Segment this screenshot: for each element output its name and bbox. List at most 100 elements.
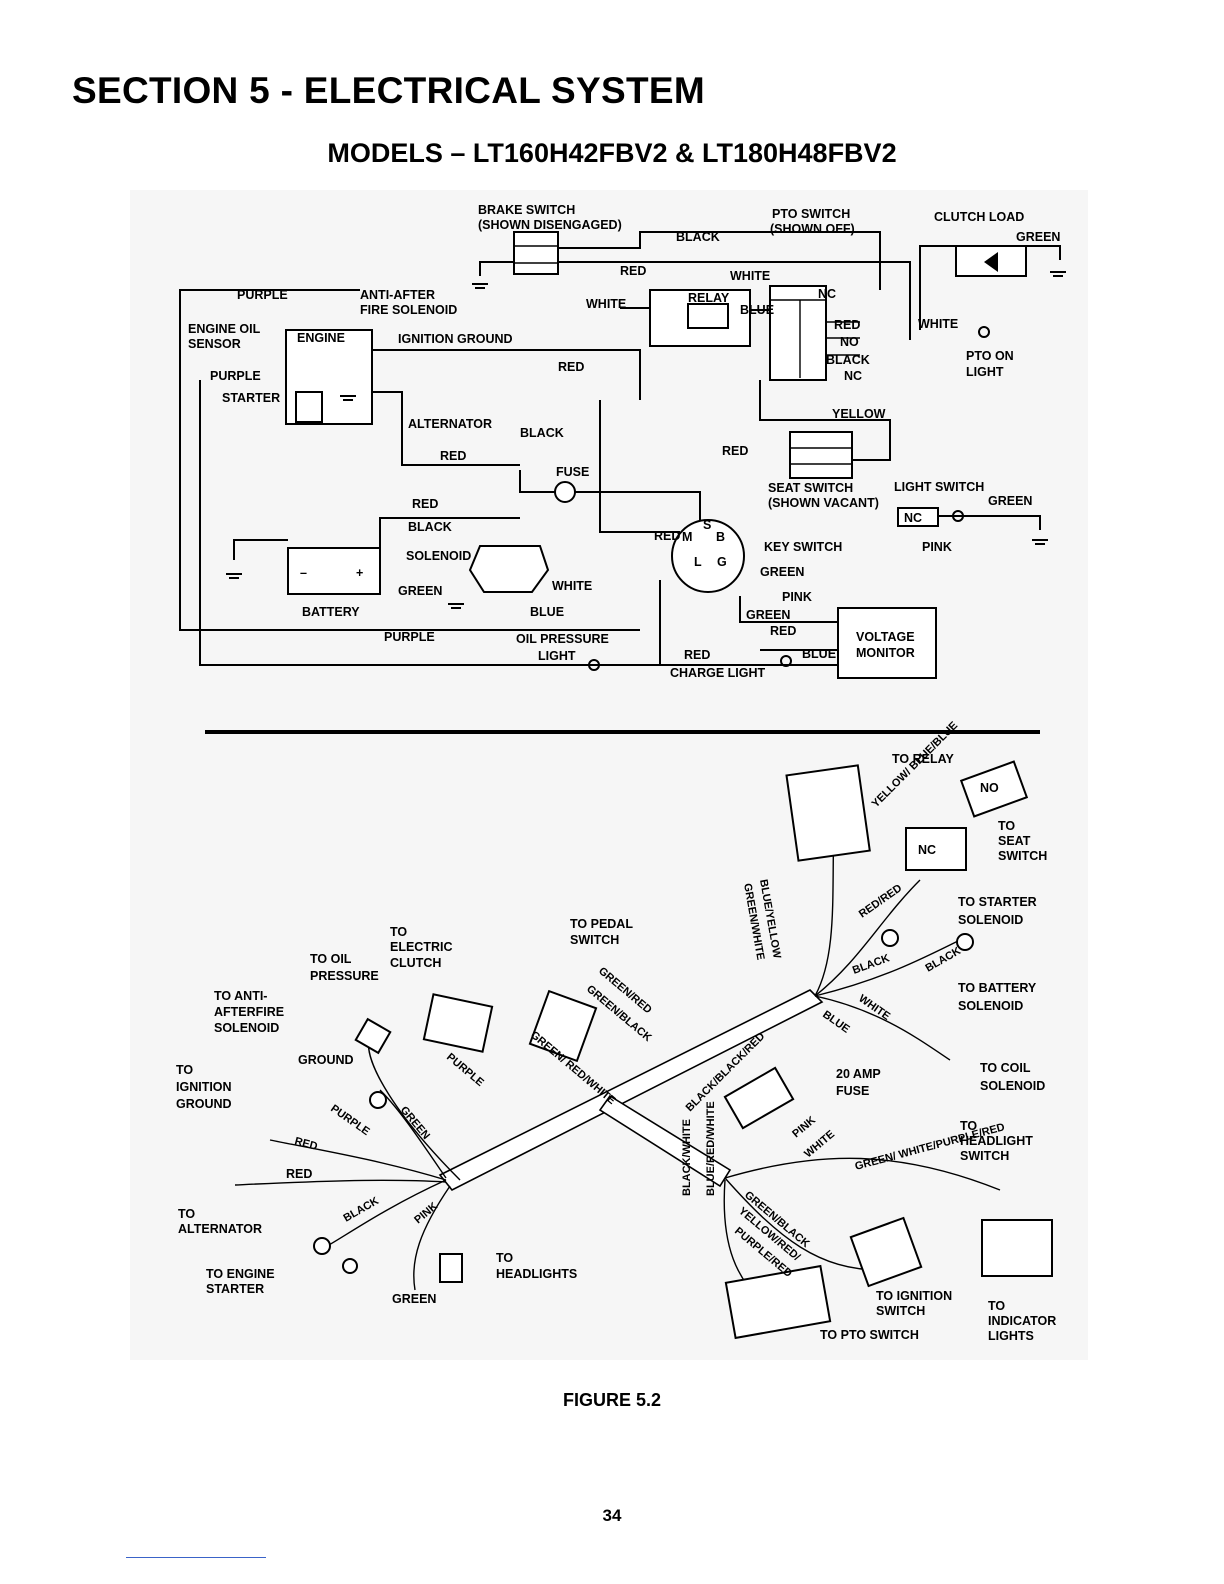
pto-on-label-1: PTO ON [966, 349, 1014, 363]
wire-label-red-pto: RED [834, 318, 860, 332]
harness-blue-label: BLUE [820, 1009, 851, 1036]
purple-label: PURPLE [237, 288, 288, 302]
solenoid [468, 545, 550, 593]
clutch-connector [422, 993, 494, 1053]
brake-switch [513, 231, 559, 275]
key-g-label: G [717, 555, 727, 569]
voltage-monitor-label-2: MONITOR [856, 646, 915, 660]
harness-pink-label-2: PINK [790, 1114, 818, 1140]
to-anti-afterfire-label-1: TO ANTI- [214, 989, 267, 1003]
to-electric-clutch-label-3: CLUTCH [390, 956, 441, 970]
oil-pressure-label-2: LIGHT [538, 649, 576, 663]
seat-switch-label: SEAT SWITCH [768, 481, 853, 495]
to-coil-solenoid-label-2: SOLENOID [980, 1079, 1045, 1093]
light-switch-nc-label: NC [904, 511, 922, 525]
to-headlight-switch-label-1: TO [960, 1119, 977, 1133]
to-engine-starter-label-2: STARTER [206, 1282, 264, 1296]
to-seat-switch-label-1: TO [998, 819, 1015, 833]
wire-label-red: RED [620, 264, 646, 278]
to-oil-pressure-label-1: TO OIL [310, 952, 352, 966]
wire-label-blue-2: BLUE [530, 605, 564, 619]
to-indicator-lights-label-2: INDICATOR [988, 1314, 1056, 1328]
light-switch-label: LIGHT SWITCH [894, 480, 984, 494]
to-alternator-label-2: ALTERNATOR [178, 1222, 262, 1236]
battery-minus-label: – [300, 566, 307, 580]
wire-label-pink-2: PINK [782, 590, 812, 604]
wire-label-pink: PINK [922, 540, 952, 554]
harness-purple-label: PURPLE [328, 1103, 371, 1138]
figure-caption: FIGURE 5.2 [562, 1390, 662, 1410]
to-pedal-switch-label-2: SWITCH [570, 933, 619, 947]
to-headlights-label-2: HEADLIGHTS [496, 1267, 577, 1281]
wire-label-green-key: GREEN [760, 565, 804, 579]
harness-trunk-branch [598, 1094, 732, 1188]
to-seat-switch-label-3: SWITCH [998, 849, 1047, 863]
wire-label-green-light: GREEN [988, 494, 1032, 508]
seat-switch-state-label: (SHOWN VACANT) [768, 496, 879, 510]
harness-white-label: WHITE [856, 993, 892, 1023]
to-ignition-ground-label-1: TO [176, 1063, 193, 1077]
wire-label-red-4: RED [440, 449, 466, 463]
wire-label-red-2: RED [558, 360, 584, 374]
to-relay-label: TO RELAY [892, 752, 954, 766]
fuse-20-label-1: 20 AMP [836, 1067, 881, 1081]
to-alternator-label-1: TO [178, 1207, 195, 1221]
battery-label: BATTERY [302, 605, 360, 619]
ring-terminals [313, 929, 974, 1274]
to-electric-clutch-label-2: ELECTRIC [390, 940, 453, 954]
section-title: SECTION 5 - ELECTRICAL SYSTEM [72, 70, 705, 111]
pto-on-label-2: LIGHT [966, 365, 1004, 379]
to-headlight-switch-label-2: HEADLIGHT [960, 1134, 1033, 1148]
fuse-holder [723, 1066, 795, 1130]
harness-trunk-main [438, 989, 824, 1192]
to-pto-switch-label: TO PTO SWITCH [820, 1328, 919, 1342]
to-indicator-lights-label-1: TO [988, 1299, 1005, 1313]
key-l-label: L [694, 555, 702, 569]
ignition-connector [849, 1216, 923, 1288]
models-title: MODELS – LT160H42FBV2 & LT180H48FBV2 [327, 138, 897, 168]
to-anti-afterfire-label-2: AFTERFIRE [214, 1005, 284, 1019]
to-anti-afterfire-label-3: SOLENOID [214, 1021, 279, 1035]
harness-drawing: TO RELAY NO NC TO SEAT SWITCH TO STARTER… [176, 720, 1056, 1343]
pto-switch [769, 285, 827, 381]
wire-label-red-3: RED [722, 444, 748, 458]
to-starter-solenoid-label-2: SOLENOID [958, 913, 1023, 927]
ground-symbols [226, 271, 1066, 609]
wire-label-green-sol: GREEN [398, 584, 442, 598]
pedal-connector [528, 989, 598, 1063]
to-ignition-switch-label-1: TO IGNITION [876, 1289, 952, 1303]
page-number: 34 [602, 1506, 622, 1525]
harness-white-label-2: WHITE [802, 1128, 837, 1160]
figure-5-2: BRAKE SWITCH (SHOWN DISENGAGED) PTO SWIT… [130, 190, 1088, 1360]
wire-label-blue: BLUE [740, 303, 774, 317]
wire-label-black-2: BLACK [408, 520, 452, 534]
harness-black-label-2: BLACK [851, 952, 891, 976]
ignition-ground-label: IGNITION GROUND [398, 332, 513, 346]
wire-label-white: WHITE [730, 269, 770, 283]
lamp-icons [588, 326, 990, 671]
harness-purple-label-2: PURPLE [444, 1051, 486, 1089]
solenoid-label: SOLENOID [406, 549, 471, 563]
pto-switch-state-label: (SHOWN OFF) [770, 222, 855, 236]
to-ignition-ground-label-3: GROUND [176, 1097, 232, 1111]
harness-pink-label: PINK [412, 1200, 440, 1226]
wire-label-white-pto: WHITE [918, 317, 958, 331]
voltage-monitor [837, 607, 937, 679]
no-connector [959, 760, 1029, 818]
wire-label-green: GREEN [1016, 230, 1060, 244]
battery-plus-label: + [356, 566, 363, 580]
seat-switch [789, 431, 853, 479]
engine-oil-label-1: ENGINE OIL [188, 322, 261, 336]
brake-switch-label: BRAKE SWITCH [478, 203, 575, 217]
to-battery-solenoid-label-2: SOLENOID [958, 999, 1023, 1013]
harness-blue-red-white-label: BLUE/RED/WHITE [705, 1101, 717, 1196]
wire-label-red-5: RED [412, 497, 438, 511]
to-ignition-switch-label-2: SWITCH [876, 1304, 925, 1318]
voltage-monitor-label-1: VOLTAGE [856, 630, 915, 644]
pto-no-label: NO [840, 335, 859, 349]
harness-red-label: RED [286, 1167, 312, 1181]
anti-after-fire-label-1: ANTI-AFTER [360, 288, 435, 302]
purple-label-3: PURPLE [384, 630, 435, 644]
starter-label: STARTER [222, 391, 280, 405]
to-engine-starter-label-1: TO ENGINE [206, 1267, 275, 1281]
